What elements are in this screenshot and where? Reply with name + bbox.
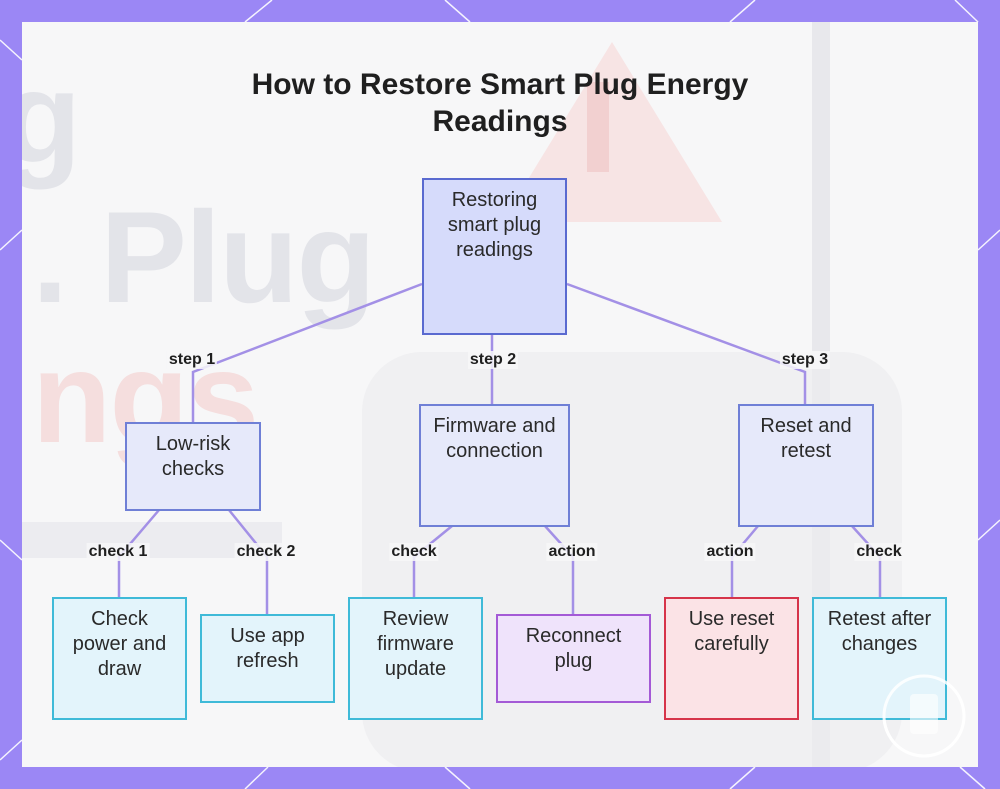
diagram-title: How to Restore Smart Plug Energy Reading… xyxy=(251,68,749,138)
edge-label-step-2: step 2 xyxy=(467,351,519,369)
check-power-node[interactable]: Check power and draw xyxy=(52,597,187,720)
edge-label-reset-action: action xyxy=(704,543,756,561)
reconnect-plug-node[interactable]: Reconnect plug xyxy=(496,614,651,703)
node-label: Reconnect plug xyxy=(525,625,622,672)
node-label: Check power and draw xyxy=(72,608,167,680)
edge-label-check-1: check 1 xyxy=(86,543,150,561)
node-label: Review firmware update xyxy=(377,608,454,680)
node-label: Firmware and connection xyxy=(433,415,556,462)
app-refresh-node[interactable]: Use app refresh xyxy=(200,614,335,703)
retest-node[interactable]: Retest after changes xyxy=(812,597,947,720)
reset-retest-node[interactable]: Reset and retest xyxy=(738,404,874,527)
background-word: . Plug xyxy=(32,184,376,330)
node-label: Use reset carefully xyxy=(688,608,775,655)
background-word: g xyxy=(22,44,81,190)
node-label: Reset and retest xyxy=(760,415,852,462)
edge-label-check-2: check 2 xyxy=(234,543,298,561)
firmware-connection-node[interactable]: Firmware and connection xyxy=(419,404,570,527)
root-node-label: Restoring smart plug readings xyxy=(447,189,542,261)
root-node[interactable]: Restoring smart plug readings xyxy=(422,178,567,335)
edge-label-step-1: step 1 xyxy=(166,351,218,369)
review-firmware-node[interactable]: Review firmware update xyxy=(348,597,483,720)
edge-label-firmware-check: check xyxy=(389,543,439,561)
node-label: Use app refresh xyxy=(230,625,305,672)
edge-label-step-3: step 3 xyxy=(779,351,831,369)
use-reset-node[interactable]: Use reset carefully xyxy=(664,597,799,720)
edge-label-reset-check: check xyxy=(854,543,904,561)
low-risk-checks-node[interactable]: Low-risk checks xyxy=(125,422,261,511)
edge-label-firmware-action: action xyxy=(546,543,598,561)
node-label: Retest after changes xyxy=(827,608,932,655)
node-label: Low-risk checks xyxy=(155,433,231,480)
diagram-card: g . Plug ngs How to Restore Smart Plug E… xyxy=(22,22,978,767)
